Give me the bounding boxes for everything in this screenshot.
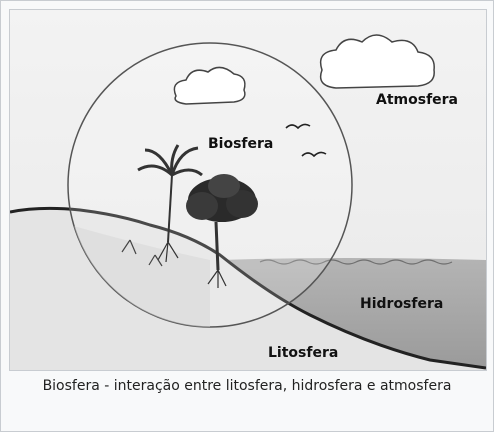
biosphere-drawing: Atmosfera Biosfera Hidrosfera Litosfera (10, 10, 486, 370)
figure-caption: Biosfera - interação entre litosfera, hi… (7, 375, 487, 397)
image-link[interactable]: Atmosfera Biosfera Hidrosfera Litosfera (9, 9, 487, 371)
label-litosfera: Litosfera (268, 345, 338, 361)
label-hidrosfera: Hidrosfera (360, 296, 443, 312)
label-biosfera: Biosfera (208, 136, 273, 152)
label-atmosfera: Atmosfera (376, 92, 458, 108)
